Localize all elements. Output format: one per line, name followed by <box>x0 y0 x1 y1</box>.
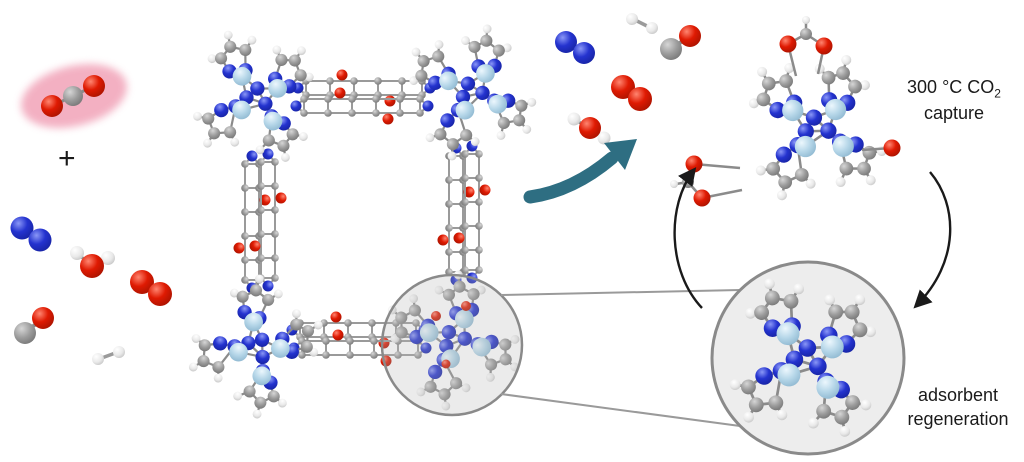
magnifier-connector-bottom <box>500 393 741 427</box>
plus-sign: + <box>58 142 76 175</box>
linker-top-inner <box>289 86 435 126</box>
o2-molecule-released <box>611 75 652 111</box>
n2-molecule-released <box>555 31 595 64</box>
h2-molecule-released <box>626 13 658 34</box>
co-molecule-released <box>660 25 701 60</box>
zoom-source-circle <box>380 273 524 417</box>
regeneration-label-line1: adsorbent <box>917 385 999 405</box>
linker-right-outer <box>452 139 492 285</box>
capture-cluster-core <box>740 49 893 205</box>
capture-label-text: 300 °C CO <box>907 77 995 97</box>
bound-oxygen-right <box>861 139 901 157</box>
capture-label-line2: capture <box>923 103 985 124</box>
regeneration-label: adsorbent regeneration <box>890 384 1024 432</box>
linker-right-inner <box>436 141 476 287</box>
capture-label-line1: 300 °C CO2 <box>888 76 1020 102</box>
cycle-arrow-right <box>913 171 952 309</box>
mof-framework <box>173 16 547 432</box>
magnifier-circle <box>710 260 906 456</box>
h2o-molecule-released <box>567 112 611 145</box>
corner-cluster-bottom-left <box>173 263 342 432</box>
linker-left-outer <box>232 149 272 295</box>
capture-cluster <box>670 16 901 207</box>
h2-molecule-feed <box>92 346 125 365</box>
co2-molecule-highlighted <box>21 64 127 128</box>
n2-molecule-feed <box>10 216 52 252</box>
cycle-arrow-left <box>673 167 703 309</box>
h2o-molecule-feed <box>70 246 115 278</box>
framework-oxygen-atoms <box>431 301 471 369</box>
formate-group-left <box>670 155 743 207</box>
formate-group-top <box>779 16 833 77</box>
linker-top-outer <box>291 68 437 108</box>
magnifier-connector-top <box>500 289 741 296</box>
uptake-arrow <box>523 139 637 204</box>
regeneration-magnifier <box>710 260 906 456</box>
capture-label-subscript: 2 <box>994 86 1001 101</box>
co-molecule-feed <box>14 307 54 344</box>
regeneration-label-line2: regeneration <box>907 408 1009 429</box>
capture-label: 300 °C CO2 capture <box>888 76 1020 126</box>
o2-molecule-feed <box>130 270 172 306</box>
linker-left-inner <box>248 147 288 293</box>
